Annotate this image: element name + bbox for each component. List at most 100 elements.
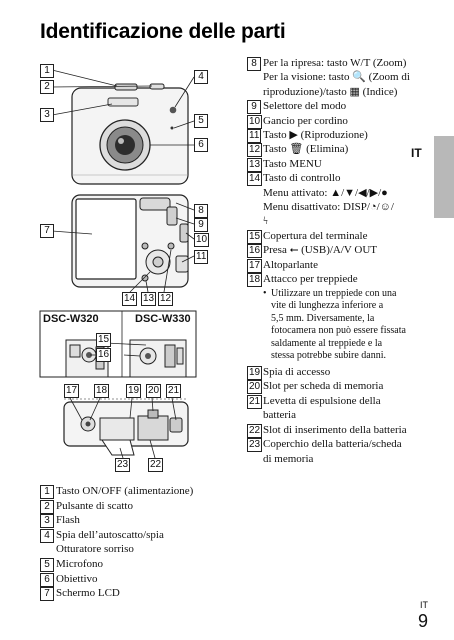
footer-language: IT bbox=[420, 600, 428, 610]
language-label: IT bbox=[411, 146, 422, 160]
item-text: ϟ bbox=[263, 215, 268, 228]
item-number-box: 8 bbox=[247, 57, 261, 71]
item-number-box: 20 bbox=[247, 380, 263, 395]
item-number-box: 7 bbox=[40, 587, 54, 602]
item-number-box: 18 bbox=[247, 273, 263, 288]
item-number-box: 21 bbox=[247, 394, 263, 409]
item-number-box: 15 bbox=[247, 229, 263, 244]
item-number-box: 13 bbox=[247, 157, 263, 172]
callout-13: 13 bbox=[141, 292, 157, 306]
callout-12: 12 bbox=[158, 292, 174, 306]
item-text: Tasto 🗑 (Elimina) bbox=[263, 143, 349, 156]
callout-11: 11 bbox=[194, 250, 209, 264]
item-text: Microfono bbox=[56, 557, 104, 570]
item-text: Spia dell’autoscatto/spia bbox=[56, 528, 164, 541]
callout-19: 19 bbox=[126, 384, 142, 398]
item-text: Attacco per treppiede bbox=[263, 273, 358, 286]
item-text: Obiettivo bbox=[56, 572, 98, 585]
note-text: fotocamera non può essere fissata bbox=[271, 325, 406, 337]
callout-1: 1 bbox=[40, 64, 54, 78]
item-number-box: 12 bbox=[247, 143, 263, 158]
item-number-box: 22 bbox=[247, 423, 263, 438]
model-label-w330: DSC-W330 bbox=[135, 313, 191, 325]
callout-9: 9 bbox=[194, 218, 208, 232]
item-number-box: 2 bbox=[40, 499, 54, 514]
item-text: Per la ripresa: tasto W/T (Zoom) bbox=[263, 57, 407, 69]
callout-5: 5 bbox=[194, 114, 208, 128]
item-number-box: 14 bbox=[247, 172, 263, 187]
callout-4: 4 bbox=[194, 70, 208, 84]
item-text: Spia di accesso bbox=[263, 366, 331, 379]
item-number-box: 9 bbox=[247, 100, 261, 115]
item-text: Altoparlante bbox=[263, 258, 318, 271]
note-text: Utilizzare un treppiede con una bbox=[271, 287, 397, 299]
model-label-w320: DSC-W320 bbox=[43, 313, 99, 325]
item-text: Pulsante di scatto bbox=[56, 499, 133, 512]
language-side-tab bbox=[434, 136, 454, 218]
callout-8: 8 bbox=[194, 204, 208, 218]
callout-16: 16 bbox=[96, 348, 112, 362]
note-text: saldamente al treppiede e la bbox=[271, 337, 383, 349]
callout-6: 6 bbox=[194, 138, 208, 152]
item-number-box: 10 bbox=[247, 114, 263, 129]
item-text: Otturatore sorriso bbox=[56, 543, 134, 556]
callout-7: 7 bbox=[40, 224, 54, 238]
note-text: vite di lunghezza inferiore a bbox=[271, 300, 384, 312]
item-number-box: 16 bbox=[247, 244, 263, 259]
item-text: riproduzione)/tasto ▦ (Indice) bbox=[263, 85, 398, 98]
callout-14: 14 bbox=[122, 292, 138, 306]
callout-17: 17 bbox=[64, 384, 80, 398]
item-text: Flash bbox=[56, 514, 80, 527]
item-text: Per la visione: tasto 🔍 (Zoom di bbox=[263, 71, 410, 84]
note-text: 5,5 mm. Diversamente, la bbox=[271, 312, 375, 324]
item-text: Tasto di controllo bbox=[263, 172, 341, 185]
item-number-box: 5 bbox=[40, 557, 54, 572]
callout-15: 15 bbox=[96, 333, 112, 347]
page-title: Identificazione delle parti bbox=[40, 20, 286, 43]
note-text: stessa potrebbe subire danni. bbox=[271, 350, 386, 362]
page-number: 9 bbox=[418, 611, 429, 631]
callout-21: 21 bbox=[166, 384, 182, 398]
item-number-box: 4 bbox=[40, 528, 54, 543]
item-text: Tasto MENU bbox=[263, 157, 322, 170]
item-text: Gancio per cordino bbox=[263, 114, 348, 127]
item-number-box: 6 bbox=[40, 572, 54, 587]
callout-2: 2 bbox=[40, 80, 54, 94]
item-text: Selettore del modo bbox=[263, 100, 347, 113]
item-text: Slot per scheda di memoria bbox=[263, 380, 384, 393]
item-text: Schermo LCD bbox=[56, 587, 120, 600]
callout-3: 3 bbox=[40, 108, 54, 122]
item-text: Coperchio della batteria/scheda bbox=[263, 438, 402, 451]
item-text: di memoria bbox=[263, 452, 314, 465]
callout-20: 20 bbox=[146, 384, 162, 398]
item-number-box: 19 bbox=[247, 366, 263, 381]
item-number-box: 11 bbox=[247, 129, 262, 144]
callout-18: 18 bbox=[94, 384, 110, 398]
